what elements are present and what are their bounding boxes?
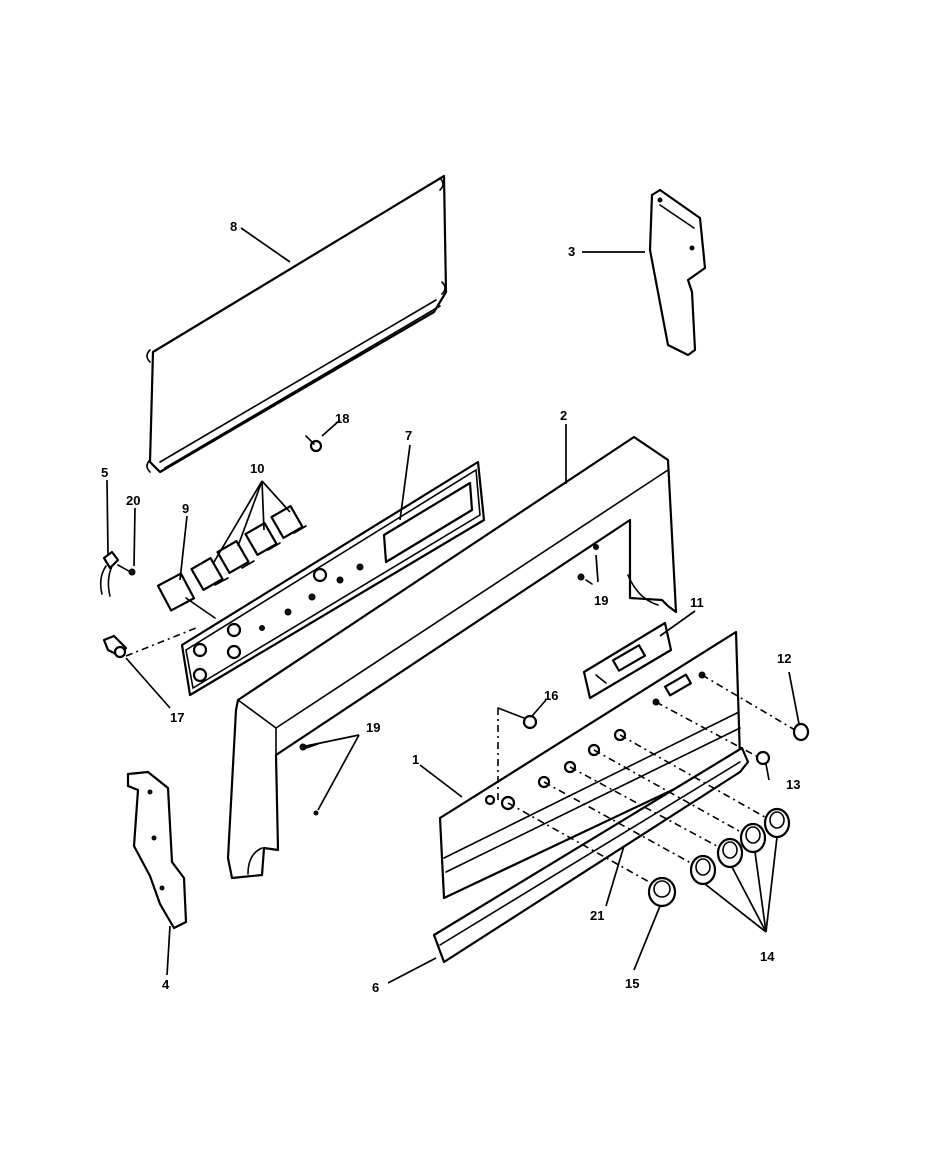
callout-10: 10 — [250, 461, 264, 476]
callout-11: 11 — [690, 595, 704, 610]
callout-14: 14 — [760, 949, 775, 964]
part-knobs-14 — [689, 807, 791, 886]
part-left-bracket — [126, 770, 188, 930]
callout-3: 3 — [568, 244, 575, 259]
part-lead-wire — [99, 550, 120, 597]
part-switches — [190, 505, 307, 591]
callout-18: 18 — [335, 411, 349, 426]
callout-20: 21 — [590, 908, 604, 923]
part-lamp-socket — [102, 627, 197, 659]
part-trim-rail — [432, 746, 750, 964]
callout-5: 5 — [101, 465, 108, 480]
callout-17: 17 — [170, 710, 184, 725]
knob-alignment-lines — [507, 674, 796, 889]
callout-7: 7 — [405, 428, 412, 443]
callout-1: 1 — [412, 752, 419, 767]
callout-6: 6 — [372, 980, 379, 995]
part-switch-block — [156, 572, 216, 619]
part-front-control-panel — [438, 630, 742, 900]
callout-15: 15 — [625, 976, 639, 991]
callout-4: 4 — [162, 977, 170, 992]
callout-19-lower: 19 — [366, 720, 380, 735]
callout-19-upper: 19 — [594, 593, 608, 608]
part-screw-21 — [117, 564, 136, 576]
callout-2: 2 — [560, 408, 567, 423]
callout-9: 9 — [182, 501, 189, 516]
part-backguard-frame — [226, 435, 678, 880]
part-knob-15 — [647, 876, 677, 908]
callout-13: 13 — [786, 777, 800, 792]
part-clock-timer — [582, 621, 673, 700]
part-rear-panel — [146, 174, 448, 474]
part-right-bracket — [648, 188, 707, 357]
part-control-panel-plate — [180, 460, 486, 697]
part-screws-19 — [299, 544, 599, 816]
leader-lines — [106, 227, 800, 984]
callout-labels: 8 3 18 7 2 10 5 20 9 19 11 12 17 16 19 1… — [101, 219, 800, 995]
callout-8: 8 — [230, 219, 237, 234]
callout-16: 16 — [544, 688, 558, 703]
callout-12: 12 — [777, 651, 791, 666]
part-screw-16 — [497, 707, 538, 800]
part-screw-18 — [305, 435, 323, 453]
part-small-12-13 — [755, 722, 810, 766]
callout-21: 20 — [126, 493, 140, 508]
